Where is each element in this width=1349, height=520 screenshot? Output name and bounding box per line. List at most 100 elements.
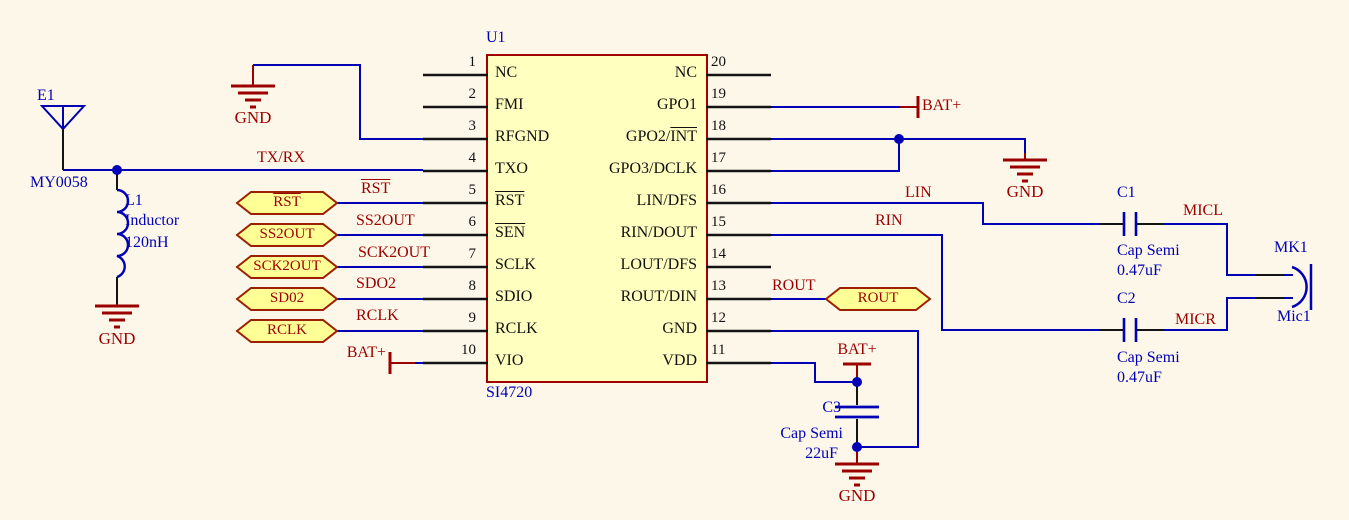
port-rclk-label: RCLK — [266, 322, 307, 338]
gnd-label-antenna: GND — [98, 329, 136, 348]
net-label-rin: RIN — [875, 212, 903, 229]
inductor-value: 120nH — [125, 234, 169, 251]
gnd-symbol-c3[interactable] — [835, 447, 879, 487]
chip-body[interactable] — [486, 54, 708, 383]
pin-number-5: 5 — [468, 182, 477, 198]
pin-number-4: 4 — [468, 150, 477, 166]
port-ss2out-label: SS2OUT — [259, 226, 315, 242]
capacitor-c1-symbol[interactable] — [1100, 212, 1163, 236]
wire-rin[interactable] — [771, 234, 1100, 331]
chip-part-number: SI4720 — [486, 384, 533, 401]
wire-lin[interactable] — [771, 202, 1100, 225]
net-label-sdo2: SDO2 — [356, 275, 397, 292]
c1-designator: C1 — [1117, 184, 1136, 201]
bat-label-pin19: BAT+ — [922, 97, 962, 114]
gnd-symbol-top[interactable] — [231, 65, 275, 109]
pin-name-nc-20: NC — [674, 64, 697, 81]
bat-label-pin10: BAT+ — [346, 344, 386, 361]
port-sck2out-shape[interactable] — [235, 255, 339, 279]
net-label-rst: RST — [361, 180, 391, 197]
inductor-designator: L1 — [125, 192, 143, 209]
port-sck2out-label: SCK2OUT — [253, 258, 321, 274]
junction-dots — [112, 134, 904, 452]
pin-number-14: 14 — [711, 246, 726, 262]
capacitor-c3-symbol[interactable] — [835, 382, 879, 447]
antenna-symbol[interactable] — [39, 105, 87, 170]
pin-number-1: 1 — [468, 54, 477, 70]
port-rclk-shape[interactable] — [235, 319, 339, 343]
pin-number-20: 20 — [711, 54, 726, 70]
pin-number-7: 7 — [468, 246, 477, 262]
pin-name-sen: SEN — [495, 224, 526, 241]
wires[interactable] — [63, 64, 1293, 448]
pin-name-rout-din: ROUT/DIN — [620, 288, 697, 305]
wire-gpo2-gnd[interactable] — [771, 138, 1026, 153]
gnd-label-c3: GND — [838, 486, 876, 505]
wire-vdd[interactable] — [771, 362, 857, 383]
pin-name-rst: RST — [495, 192, 525, 209]
antenna-value: MY0058 — [30, 174, 88, 191]
c3-value: 22uF — [805, 445, 838, 462]
pin-number-15: 15 — [711, 214, 726, 230]
microphone-symbol[interactable] — [1255, 264, 1313, 310]
mic-designator: MK1 — [1274, 239, 1308, 256]
pin-number-6: 6 — [468, 214, 477, 230]
wire-rfgnd[interactable] — [253, 64, 423, 140]
pin-number-3: 3 — [468, 118, 477, 134]
pin-number-10: 10 — [461, 342, 476, 358]
inductor-type: Inductor — [125, 212, 180, 229]
c3-type: Cap Semi — [780, 425, 843, 442]
pin-name-rin-dout: RIN/DOUT — [620, 224, 697, 241]
pin-name-vio: VIO — [495, 352, 524, 369]
net-label-rout: ROUT — [772, 277, 816, 294]
ports-group[interactable] — [235, 191, 932, 343]
pin-name-rclk: RCLK — [495, 320, 538, 337]
wire-micl[interactable] — [1163, 223, 1255, 276]
pin-name-sdio: SDIO — [495, 288, 533, 305]
c2-type: Cap Semi — [1117, 349, 1180, 366]
pin-number-8: 8 — [468, 278, 477, 294]
pin-name-gpo3-dclk: GPO3/DCLK — [608, 160, 697, 177]
wire-gpo3[interactable] — [771, 139, 900, 172]
capacitor-c2-symbol[interactable] — [1100, 318, 1163, 342]
gnd-symbol-antenna[interactable] — [95, 304, 139, 329]
gnd-label-right: GND — [1006, 182, 1044, 201]
pin-name-lout-dfs: LOUT/DFS — [620, 256, 697, 273]
c1-type: Cap Semi — [1117, 242, 1180, 259]
pin-number-11: 11 — [711, 342, 726, 358]
port-rout-shape[interactable] — [824, 287, 932, 311]
port-rst-shape[interactable] — [235, 191, 339, 215]
pin-number-17: 17 — [711, 150, 726, 166]
pin-number-12: 12 — [711, 310, 726, 326]
pin-name-sclk: SCLK — [495, 256, 536, 273]
antenna-designator: E1 — [37, 87, 55, 104]
pin-number-19: 19 — [711, 86, 726, 102]
pin-name-gnd: GND — [662, 320, 697, 337]
port-rst-label: RST — [273, 194, 301, 210]
chip-pin-stubs[interactable] — [423, 73, 771, 365]
wire-gnd12[interactable] — [771, 330, 919, 448]
port-rout-label: ROUT — [857, 290, 899, 306]
net-label-rclk: RCLK — [356, 307, 399, 324]
c2-value: 0.47uF — [1117, 369, 1162, 386]
pin-name-txo: TXO — [495, 160, 528, 177]
port-sd02-shape[interactable] — [235, 287, 339, 311]
gnd-symbol-right[interactable] — [1003, 153, 1047, 183]
pin-name-gpo2-int: GPO2/INT — [625, 128, 697, 145]
bat-symbol-pin10[interactable] — [388, 352, 415, 374]
pin-number-18: 18 — [711, 118, 726, 134]
pin-name-nc-1: NC — [495, 64, 518, 81]
pin-number-2: 2 — [468, 86, 477, 102]
c2-designator: C2 — [1117, 290, 1136, 307]
pin-name-lin-dfs: LIN/DFS — [636, 192, 697, 209]
pin-name-rfgnd: RFGND — [495, 128, 550, 145]
pin-name-vdd: VDD — [662, 352, 697, 369]
net-label-micl: MICL — [1183, 202, 1223, 219]
bat-label-c3: BAT+ — [837, 341, 877, 358]
bat-symbol-pin19[interactable] — [900, 96, 920, 118]
chip-designator: U1 — [486, 29, 506, 46]
wire-micr[interactable] — [1163, 297, 1255, 331]
port-ss2out-shape[interactable] — [235, 223, 339, 247]
